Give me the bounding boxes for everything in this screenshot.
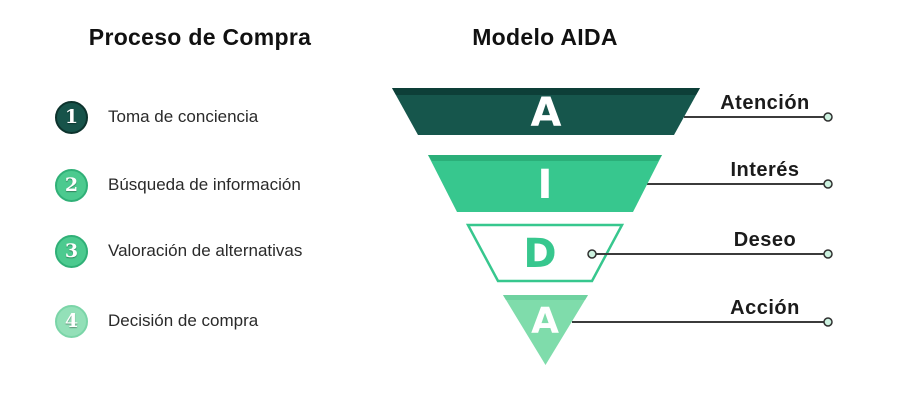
step-row-information-search: 2 Búsqueda de información bbox=[55, 168, 301, 202]
funnel-letter-i: I bbox=[538, 162, 553, 208]
funnel-level-interes-top-edge bbox=[428, 155, 662, 161]
step-row-purchase-decision: 4 Decisión de compra bbox=[55, 304, 258, 338]
step-row-awareness: 1 Toma de conciencia bbox=[55, 100, 258, 134]
step-number: 3 bbox=[64, 240, 79, 262]
step-label: Valoración de alternativas bbox=[108, 241, 303, 260]
funnel-letter-a1: A bbox=[531, 90, 562, 136]
funnel-letter-d: D bbox=[523, 231, 556, 277]
connector-startpoint-deseo bbox=[587, 249, 597, 259]
funnel-level-atencion-shape bbox=[392, 88, 700, 135]
connector-endpoint-deseo bbox=[823, 249, 833, 259]
connector-endpoint-accion bbox=[823, 317, 833, 327]
step-number: 4 bbox=[64, 310, 79, 332]
connector-endpoint-interes bbox=[823, 179, 833, 189]
step-label: Toma de conciencia bbox=[108, 107, 259, 126]
funnel-title: Modelo AIDA bbox=[472, 24, 618, 50]
funnel-level-atencion-top-edge bbox=[392, 88, 700, 95]
funnel-letter-a2: A bbox=[531, 301, 559, 342]
funnel-level-label-interes: Interés bbox=[730, 159, 800, 181]
step-number-badge: 3 bbox=[55, 234, 88, 268]
funnel-level-label-atencion: Atención bbox=[720, 92, 810, 114]
funnel-level-accion-top-edge bbox=[503, 295, 588, 300]
step-label: Búsqueda de información bbox=[108, 175, 301, 194]
funnel-level-accion-shape bbox=[503, 295, 588, 365]
step-number: 2 bbox=[64, 174, 79, 196]
funnel-level-deseo-shape bbox=[465, 223, 625, 283]
funnel-level-label-accion: Acción bbox=[730, 297, 800, 319]
step-label: Decisión de compra bbox=[108, 311, 259, 330]
funnel-level-label-deseo: Deseo bbox=[733, 229, 797, 251]
step-row-evaluation: 3 Valoración de alternativas bbox=[55, 234, 302, 268]
step-number-badge: 1 bbox=[55, 100, 88, 134]
connector-endpoint-atencion bbox=[823, 112, 833, 122]
funnel-level-interes-shape bbox=[428, 155, 662, 212]
step-number: 1 bbox=[64, 106, 79, 128]
step-number-badge: 4 bbox=[55, 304, 88, 338]
left-panel-title: Proceso de Compra bbox=[88, 24, 312, 50]
step-number-badge: 2 bbox=[55, 168, 88, 202]
